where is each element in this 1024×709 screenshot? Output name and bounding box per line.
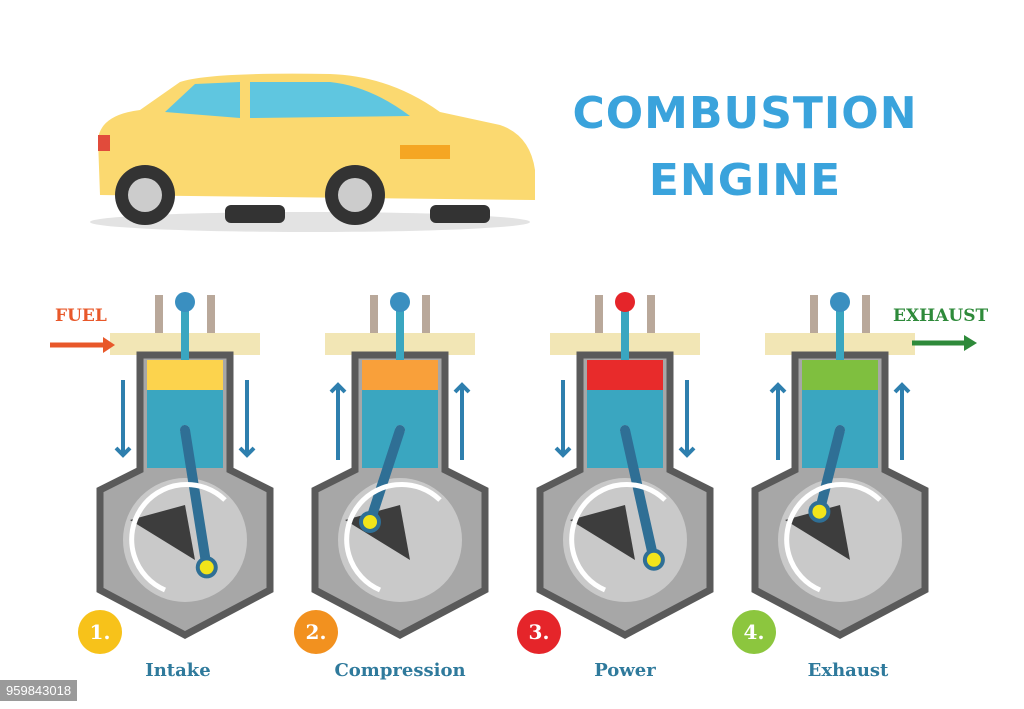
exhaust-valve-spring — [422, 295, 430, 333]
connecting-rod — [620, 425, 659, 565]
rotation-arrow — [784, 481, 882, 593]
stage-3-badge: 3. — [517, 610, 561, 654]
crank-counterweight — [570, 505, 635, 560]
intake-valve-spring — [155, 295, 163, 333]
exhaust-valve-spring — [647, 295, 655, 333]
crank-pin — [642, 548, 665, 571]
spark-indicator — [615, 292, 635, 312]
engine-stage-3 — [536, 292, 714, 639]
arrow-head — [893, 382, 911, 394]
combustion-chamber-gas — [362, 360, 438, 390]
stage-4-badge: 4. — [732, 610, 776, 654]
fuel-label: FUEL — [55, 306, 107, 326]
engine-stage-2 — [311, 292, 489, 639]
intake-valve-spring — [595, 295, 603, 333]
exhaust-arrow-head — [964, 335, 977, 351]
spark-plug — [181, 310, 189, 360]
stage-1-badge: 1. — [78, 610, 122, 654]
title-line-1: COMBUSTION — [572, 88, 918, 139]
title-line-2: ENGINE — [648, 155, 842, 206]
spark-plug — [836, 310, 844, 360]
arrow-head — [769, 382, 787, 394]
intake-valve-spring — [370, 295, 378, 333]
image-id: 959843018 — [0, 680, 78, 701]
connecting-rod — [814, 425, 845, 517]
spark-indicator — [830, 292, 850, 312]
car-illustration — [90, 73, 535, 232]
arrow-head — [453, 382, 471, 394]
spark-indicator — [390, 292, 410, 312]
crank-pin — [808, 500, 831, 523]
fuel-arrow-head — [103, 337, 115, 353]
rotation-arrow — [344, 481, 442, 593]
arrow-head — [329, 382, 347, 394]
exhaust-valve-spring — [862, 295, 870, 333]
taillight — [98, 135, 110, 151]
crank-pin — [195, 556, 218, 579]
stage-4-label: Exhaust — [807, 660, 889, 681]
exhaust-label: EXHAUST — [893, 306, 989, 326]
crank-counterweight — [130, 505, 195, 560]
arrow-head — [678, 446, 696, 458]
connecting-rod — [180, 425, 212, 573]
stage-2-label: Compression — [334, 660, 466, 681]
engine-stage-1 — [96, 292, 274, 639]
headlight — [400, 145, 450, 159]
rotation-arrow — [129, 481, 227, 593]
rotation-arrow — [569, 481, 667, 593]
crank-pin — [359, 510, 382, 533]
spark-plug — [621, 310, 629, 360]
car-windows — [165, 82, 410, 118]
combustion-chamber-gas — [802, 360, 878, 390]
spark-plug — [396, 310, 404, 360]
combustion-chamber-gas — [147, 360, 223, 390]
spark-indicator — [175, 292, 195, 312]
engine-stage-4 — [751, 292, 929, 639]
arrow-head — [554, 446, 572, 458]
arrow-head — [114, 446, 132, 458]
combustion-chamber-gas — [587, 360, 663, 390]
connecting-rod — [365, 425, 405, 527]
stage-3-label: Power — [594, 660, 656, 681]
crank-counterweight — [785, 505, 850, 560]
arrow-head — [238, 446, 256, 458]
stage-1-label: Intake — [145, 660, 211, 681]
car-shadow — [90, 212, 530, 232]
stage-2-badge: 2. — [294, 610, 338, 654]
exhaust-valve-spring — [207, 295, 215, 333]
intake-valve-spring — [810, 295, 818, 333]
